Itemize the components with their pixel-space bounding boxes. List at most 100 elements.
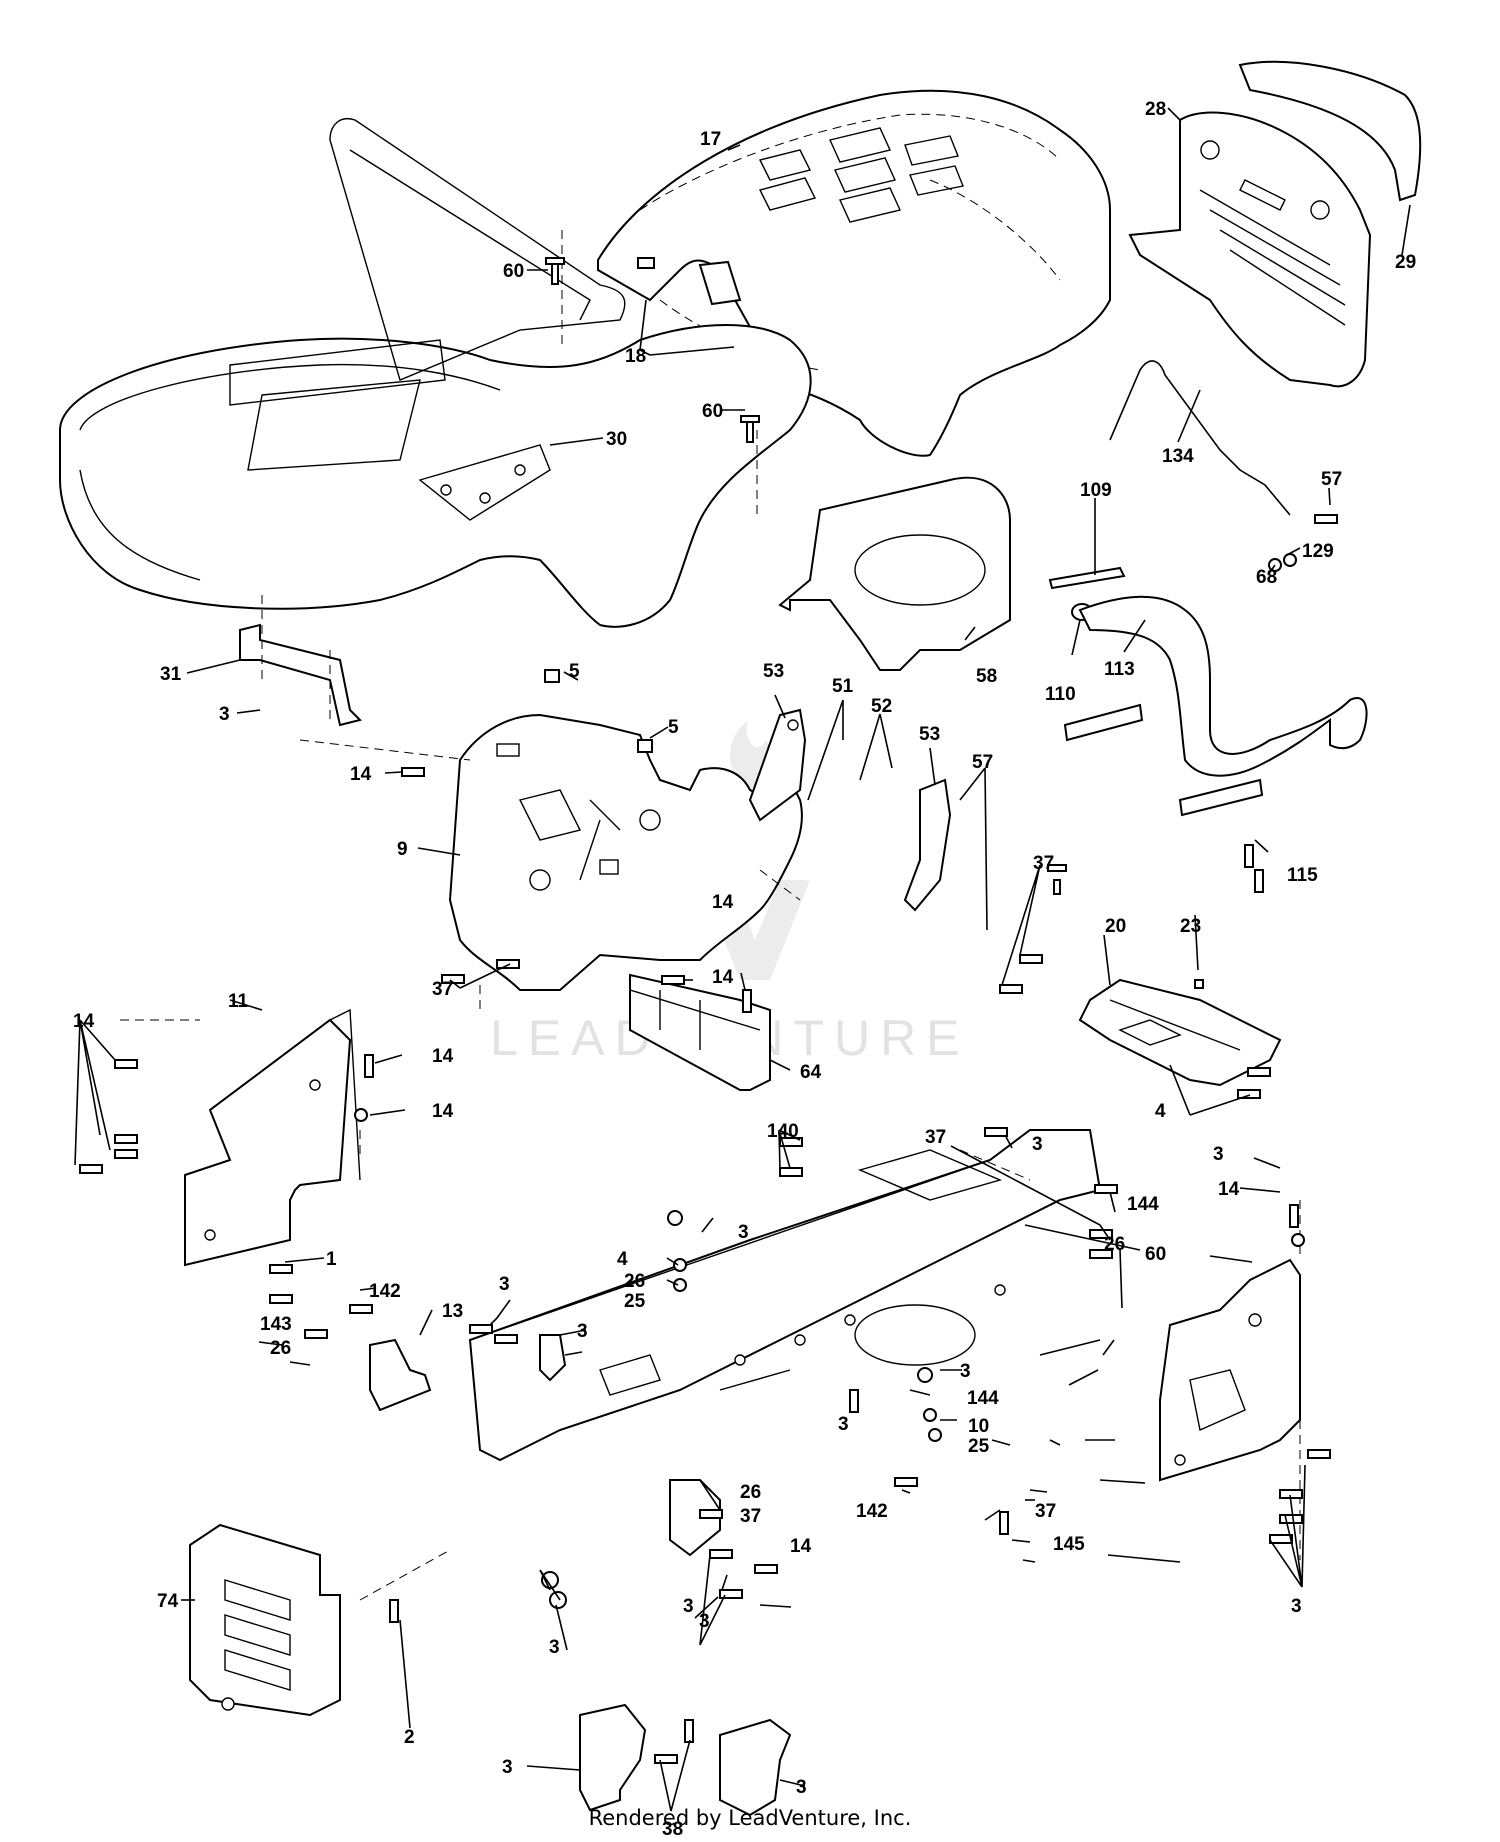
callout-39: 3 bbox=[796, 1777, 807, 1798]
callout-10: 3 bbox=[838, 1414, 849, 1435]
hood-bumper-1 bbox=[637, 257, 655, 269]
callout-20: 20 bbox=[1105, 916, 1126, 937]
callout-37-d: 142 bbox=[856, 1501, 888, 1522]
dash-panel-part bbox=[448, 713, 803, 991]
callout-140: 37 bbox=[925, 1127, 946, 1148]
callout-37: 37 bbox=[1033, 853, 1054, 874]
fender-part bbox=[59, 118, 812, 628]
callout-2: 74 bbox=[157, 1591, 179, 1612]
callout-4: 14 bbox=[432, 1101, 454, 1122]
callout-26-d: 25 bbox=[968, 1436, 990, 1457]
callout-14-b: 14 bbox=[712, 892, 734, 913]
pivot-bracket-left-part bbox=[369, 1338, 432, 1412]
callout-14-e: 14 bbox=[432, 1046, 454, 1067]
callout-3-j: 14 bbox=[790, 1536, 812, 1557]
callout-129: 129 bbox=[1302, 541, 1334, 562]
callout-14-c: 14 bbox=[712, 967, 734, 988]
callout-53: 53 bbox=[763, 661, 784, 682]
callout-3: 3 bbox=[219, 704, 230, 725]
callout-13: 60 bbox=[1145, 1244, 1166, 1265]
callout-53-b: 53 bbox=[919, 724, 940, 745]
callout-3-h: 26 bbox=[270, 1338, 291, 1359]
callout-30: 30 bbox=[606, 429, 627, 450]
callout-5: 5 bbox=[569, 661, 580, 682]
callout-58: 58 bbox=[976, 666, 997, 687]
leader-lines bbox=[74, 107, 1411, 1812]
side-plate-left-part bbox=[184, 1008, 361, 1267]
callout-3-k: 3 bbox=[683, 1596, 694, 1617]
callout-26: 4 bbox=[617, 1249, 628, 1270]
callout-143: 3 bbox=[577, 1321, 588, 1342]
callout-113: 113 bbox=[1104, 659, 1135, 680]
callout-25: 26 bbox=[624, 1271, 645, 1292]
callout-3-d: 144 bbox=[1127, 1194, 1159, 1215]
callout-14-f: 3 bbox=[1213, 1144, 1224, 1165]
callout-3-f: 142 bbox=[369, 1281, 401, 1302]
callout-3-l: 3 bbox=[699, 1611, 710, 1632]
callout-5-b: 5 bbox=[668, 717, 679, 738]
callout-3-i: 37 bbox=[740, 1506, 761, 1527]
hood-rod-part bbox=[1109, 360, 1291, 516]
callout-26-c: 144 bbox=[967, 1388, 999, 1409]
callout-37-e: 145 bbox=[1053, 1534, 1085, 1555]
rear-bracket-part bbox=[1078, 978, 1282, 1087]
rear-plate-part bbox=[189, 1523, 341, 1717]
callout-60-c: 3 bbox=[499, 1274, 510, 1295]
callout-28: 28 bbox=[1145, 99, 1166, 120]
hood-part bbox=[597, 89, 1111, 457]
callout-3-e: 1 bbox=[326, 1249, 337, 1270]
callout-38: 3 bbox=[502, 1757, 513, 1778]
callout-51: 51 bbox=[832, 676, 854, 697]
front-grille-part bbox=[1128, 111, 1372, 388]
callout-25-b: 10 bbox=[968, 1416, 989, 1437]
callout-23: 23 bbox=[1180, 916, 1201, 937]
callout-4-b: 14 bbox=[1218, 1179, 1240, 1200]
callout-17: 17 bbox=[700, 129, 721, 150]
callout-1: 26 bbox=[1104, 1234, 1125, 1255]
callout-57-b: 57 bbox=[972, 752, 993, 773]
callout-68: 68 bbox=[1256, 567, 1277, 588]
callout-3-g: 143 bbox=[260, 1314, 292, 1335]
fasteners bbox=[79, 257, 1338, 1764]
callout-14: 14 bbox=[350, 764, 372, 785]
bracket-143-part bbox=[539, 1334, 567, 1382]
callout-144: 3 bbox=[738, 1222, 749, 1243]
callout-74: 3 bbox=[549, 1637, 560, 1658]
brace-left-part bbox=[579, 1703, 647, 1812]
callout-134: 134 bbox=[1162, 446, 1194, 467]
brake-plate-left-part bbox=[748, 708, 807, 822]
callout-142-b: 26 bbox=[740, 1482, 761, 1503]
callout-110: 110 bbox=[1045, 684, 1076, 705]
front-bumper-part bbox=[1063, 595, 1368, 817]
main-frame-part bbox=[468, 1129, 1102, 1462]
assembly-lines bbox=[120, 230, 1301, 1601]
seat-bracket-part bbox=[239, 623, 362, 727]
callout-11: 11 bbox=[228, 991, 249, 1012]
callout-60: 60 bbox=[503, 261, 524, 282]
callout-37-c: 4 bbox=[1155, 1101, 1166, 1122]
callout-18: 18 bbox=[625, 346, 646, 367]
callout-57: 57 bbox=[1321, 469, 1342, 490]
callout-3-b: 140 bbox=[767, 1121, 799, 1142]
callout-31: 31 bbox=[160, 664, 182, 685]
callout-29: 29 bbox=[1395, 252, 1416, 273]
brace-right-part bbox=[719, 1718, 792, 1817]
callout-14-g: 3 bbox=[1291, 1596, 1302, 1617]
callout-115: 115 bbox=[1287, 865, 1318, 886]
callout-3-m: 2 bbox=[404, 1727, 415, 1748]
callout-3-n: 38 bbox=[662, 1819, 683, 1840]
callouts: 17 28 29 60 18 30 60 134 57 109 129 68 1… bbox=[73, 99, 1416, 1840]
callout-64: 64 bbox=[800, 1062, 822, 1083]
footer-credit: Rendered by LeadVenture, Inc. bbox=[588, 1806, 912, 1830]
callout-14-d: 14 bbox=[73, 1011, 95, 1032]
callout-3-c: 3 bbox=[1032, 1134, 1043, 1155]
side-plate-right-part bbox=[1159, 1258, 1301, 1482]
grille-cap-part bbox=[1238, 60, 1422, 202]
fan-shroud-part bbox=[778, 476, 1011, 671]
callout-9: 9 bbox=[397, 839, 408, 860]
callout-109: 109 bbox=[1080, 480, 1112, 501]
callout-145: 37 bbox=[1035, 1501, 1056, 1522]
callout-142: 13 bbox=[442, 1301, 463, 1322]
callout-144-b: 3 bbox=[960, 1361, 971, 1382]
